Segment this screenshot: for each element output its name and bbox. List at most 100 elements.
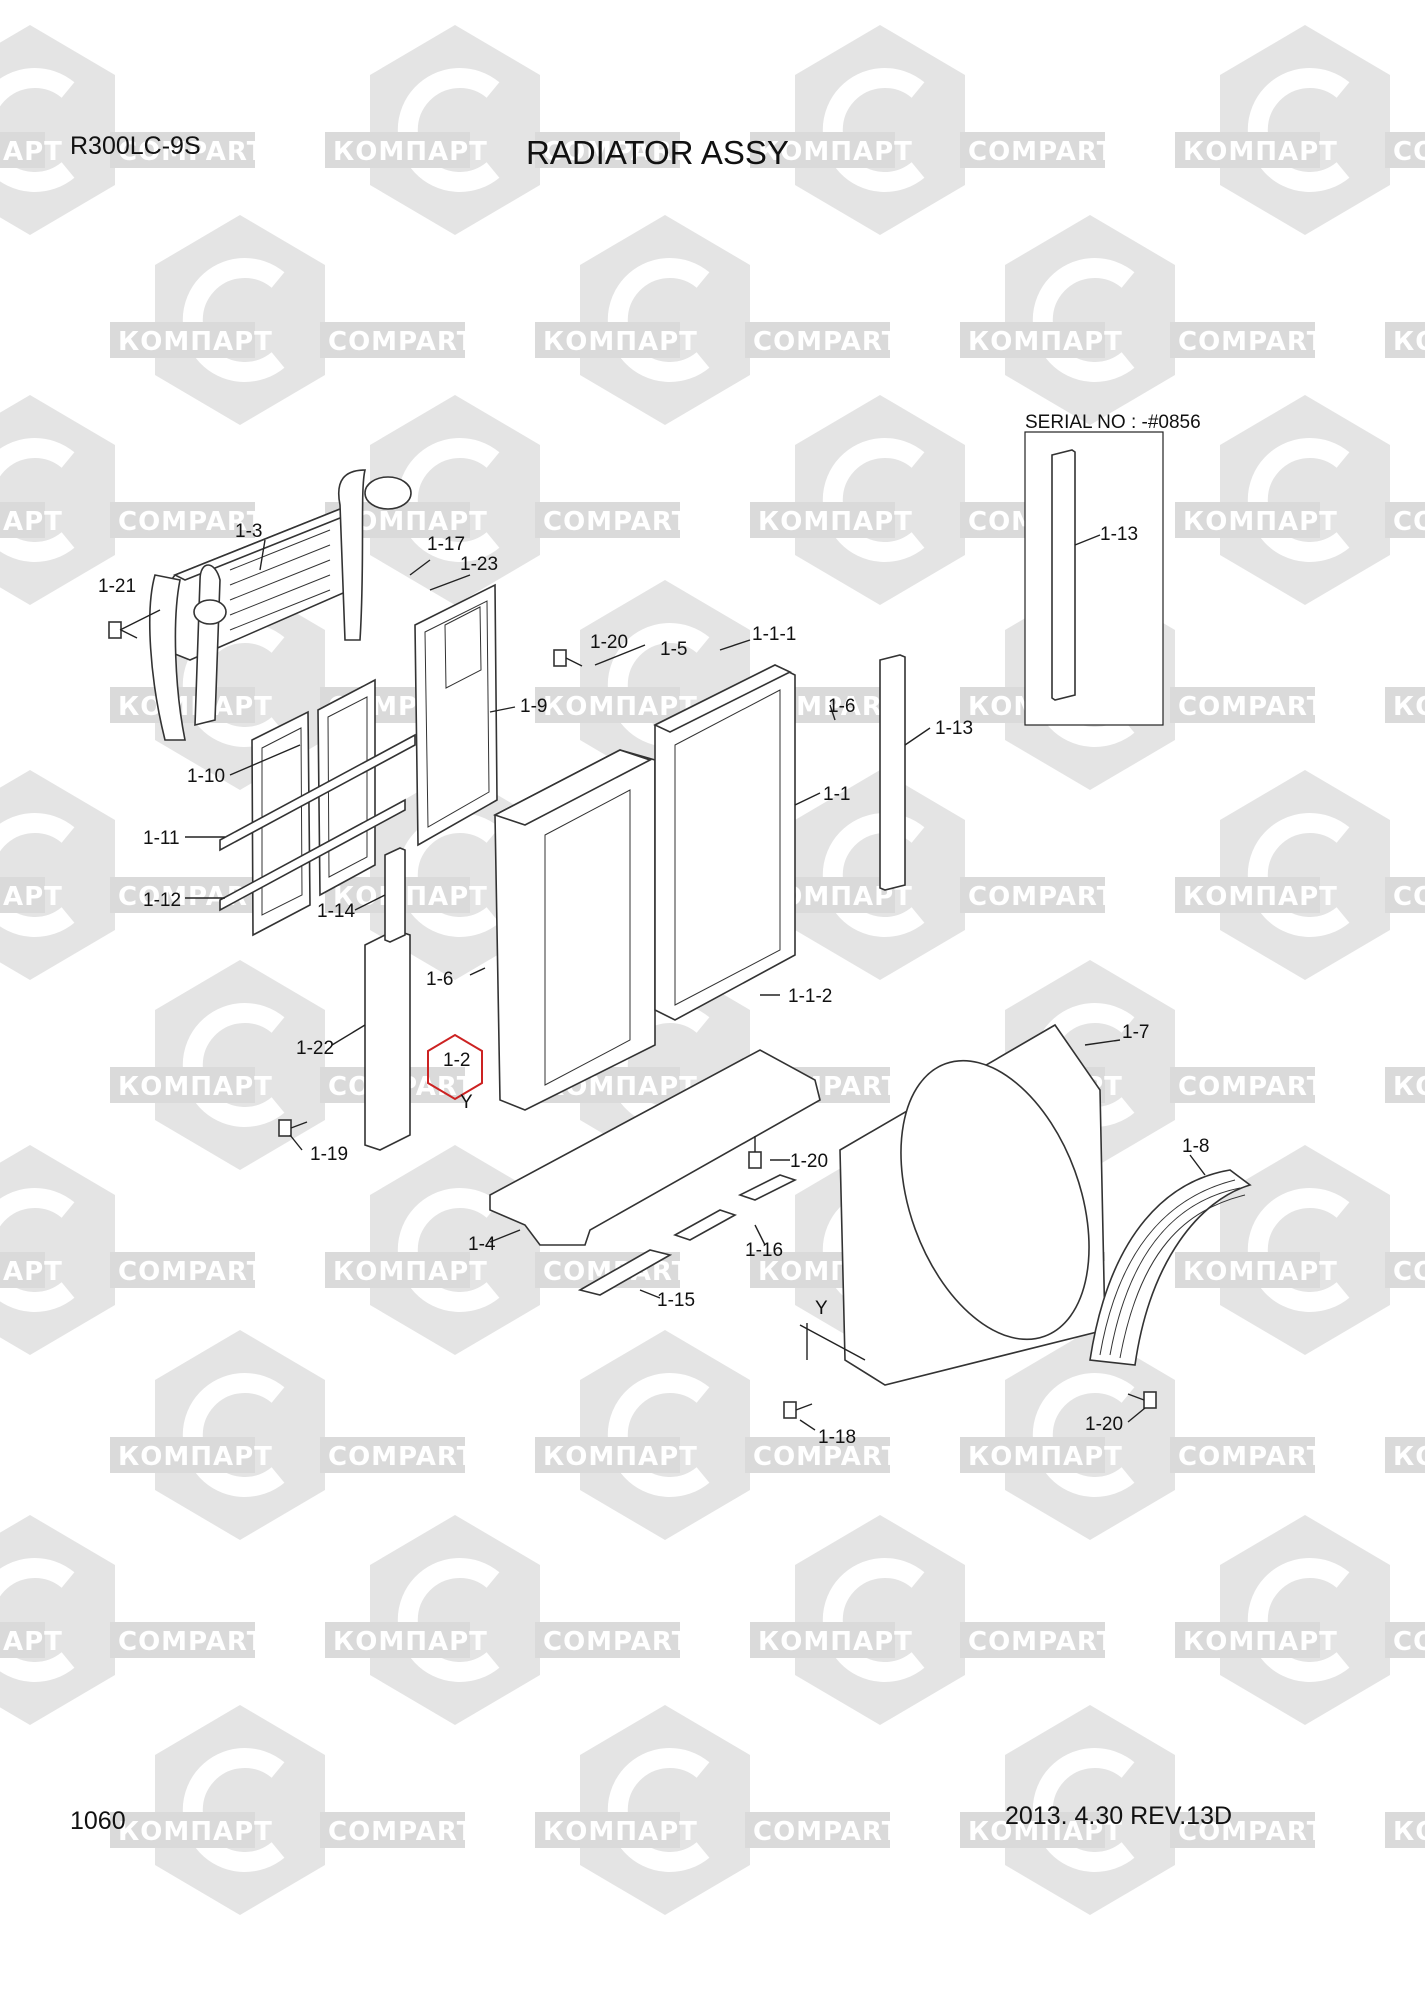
watermark-text: COMPART bbox=[543, 1627, 690, 1657]
callout-1-9: 1-9 bbox=[520, 696, 547, 717]
watermark-logo bbox=[155, 215, 325, 425]
page-number: 1060 bbox=[70, 1807, 126, 1835]
watermark-band bbox=[1175, 132, 1320, 168]
watermark-logo bbox=[1220, 395, 1390, 605]
watermark-text: COMPART bbox=[118, 507, 265, 537]
watermark-band bbox=[1385, 1437, 1425, 1473]
watermark-text: COMPART bbox=[1393, 507, 1425, 537]
watermark-band bbox=[1385, 687, 1425, 723]
watermark-band bbox=[110, 502, 255, 538]
watermark-band bbox=[110, 1622, 255, 1658]
watermark-text: КОМПАРТ bbox=[758, 507, 913, 537]
watermark-text: COMPART bbox=[753, 1442, 900, 1472]
watermark-logo bbox=[1220, 1145, 1390, 1355]
bolts bbox=[108, 621, 1157, 1419]
watermark-logo bbox=[580, 1330, 750, 1540]
watermark-logo bbox=[580, 1705, 750, 1915]
watermark-band bbox=[0, 877, 45, 913]
fan-guard-1-8 bbox=[1089, 1169, 1252, 1366]
watermark-text: КОМПАРТ bbox=[333, 882, 488, 912]
watermark-band bbox=[750, 502, 895, 538]
watermark-logo bbox=[1220, 25, 1390, 235]
callout-1-8: 1-8 bbox=[1182, 1136, 1209, 1157]
watermark-band bbox=[1170, 1437, 1315, 1473]
watermark-band bbox=[535, 1622, 680, 1658]
watermark-text: COMPART bbox=[1393, 882, 1425, 912]
watermark-band bbox=[535, 1812, 680, 1848]
serial-no-label: SERIAL NO : -#0856 bbox=[1025, 412, 1201, 433]
watermark-band bbox=[1170, 1812, 1315, 1848]
watermark-text: COMPART bbox=[753, 1817, 900, 1847]
watermark-text: COMPART bbox=[1178, 1442, 1325, 1472]
watermark-text: КОМПАРТ bbox=[758, 1627, 913, 1657]
watermark-logo bbox=[795, 395, 965, 605]
watermark-text: КОМПАРТ bbox=[1393, 1817, 1425, 1847]
highlight-marker[interactable] bbox=[427, 1033, 483, 1101]
watermark-text: КОМПАРТ bbox=[0, 137, 63, 167]
watermark-text: COMPART bbox=[968, 137, 1115, 167]
pads-1-15-1-16 bbox=[577, 1174, 798, 1296]
watermark-text: COMPART bbox=[968, 882, 1115, 912]
callout-y-view: Y bbox=[815, 1298, 828, 1319]
watermark-band bbox=[1385, 1622, 1425, 1658]
watermark-text: COMPART bbox=[968, 1627, 1115, 1657]
watermark-text: КОМПАРТ bbox=[1393, 1072, 1425, 1102]
watermark-text: КОМПАРТ bbox=[968, 1442, 1123, 1472]
callout-1-21: 1-21 bbox=[98, 576, 136, 597]
watermark-band bbox=[110, 1067, 255, 1103]
watermark-text: COMPART bbox=[328, 1442, 475, 1472]
callout-1-11: 1-11 bbox=[143, 828, 180, 849]
watermark-text: COMPART bbox=[328, 327, 475, 357]
watermark-text: COMPART bbox=[118, 1257, 265, 1287]
core-frame-1-2 bbox=[492, 749, 656, 1111]
watermark-band bbox=[1175, 1252, 1320, 1288]
seal-1-14 bbox=[384, 847, 406, 943]
watermark-band bbox=[110, 132, 255, 168]
watermark-text: КОМПАРТ bbox=[118, 1817, 273, 1847]
watermark-logo bbox=[0, 1145, 115, 1355]
shroud-1-7 bbox=[839, 1023, 1106, 1386]
watermark-logo bbox=[580, 215, 750, 425]
watermark-band bbox=[1175, 877, 1320, 913]
watermark-logo bbox=[155, 1705, 325, 1915]
watermark-text: COMPART bbox=[543, 507, 690, 537]
watermark-band bbox=[1385, 322, 1425, 358]
watermark-band bbox=[1385, 132, 1425, 168]
watermark-text: КОМПАРТ bbox=[333, 1257, 488, 1287]
callout-1-6b: 1-6 bbox=[426, 969, 453, 990]
watermark-logo bbox=[370, 25, 540, 235]
support-1-4 bbox=[489, 1049, 821, 1246]
watermark-text: КОМПАРТ bbox=[0, 507, 63, 537]
callout-1-1-1: 1-1-1 bbox=[752, 624, 796, 645]
callout-1-17: 1-17 bbox=[427, 534, 465, 555]
callout-1-10: 1-10 bbox=[187, 766, 225, 787]
model-name: R300LC-9S bbox=[70, 132, 201, 160]
callout-1-13-serial: 1-13 bbox=[1100, 524, 1138, 545]
callout-1-20a: 1-20 bbox=[590, 632, 628, 653]
watermark-text: COMPART bbox=[1178, 327, 1325, 357]
cover-1-9 bbox=[414, 583, 498, 847]
watermark-band bbox=[745, 1437, 890, 1473]
duct-1-22 bbox=[364, 929, 411, 1151]
watermark-logo bbox=[795, 25, 965, 235]
watermark-text: КОМПАРТ bbox=[968, 1817, 1123, 1847]
watermark-band bbox=[325, 132, 470, 168]
watermark-band bbox=[750, 1622, 895, 1658]
watermark-text: COMPART bbox=[1393, 1627, 1425, 1657]
watermark-band bbox=[960, 1812, 1105, 1848]
watermark-band bbox=[960, 132, 1105, 168]
watermark-text: COMPART bbox=[118, 137, 265, 167]
watermark-text: COMPART bbox=[543, 137, 690, 167]
watermark-band bbox=[535, 502, 680, 538]
watermark-text: КОМПАРТ bbox=[118, 1442, 273, 1472]
watermark-band bbox=[110, 322, 255, 358]
watermark-band bbox=[320, 322, 465, 358]
watermark-band bbox=[535, 132, 680, 168]
watermark-logo bbox=[1220, 1515, 1390, 1725]
watermark-band bbox=[1170, 687, 1315, 723]
watermark-text: COMPART bbox=[1393, 1257, 1425, 1287]
watermark-logo bbox=[0, 25, 115, 235]
watermark-band bbox=[1175, 502, 1320, 538]
watermark-logo bbox=[0, 1515, 115, 1725]
watermark-text: КОМПАРТ bbox=[543, 327, 698, 357]
